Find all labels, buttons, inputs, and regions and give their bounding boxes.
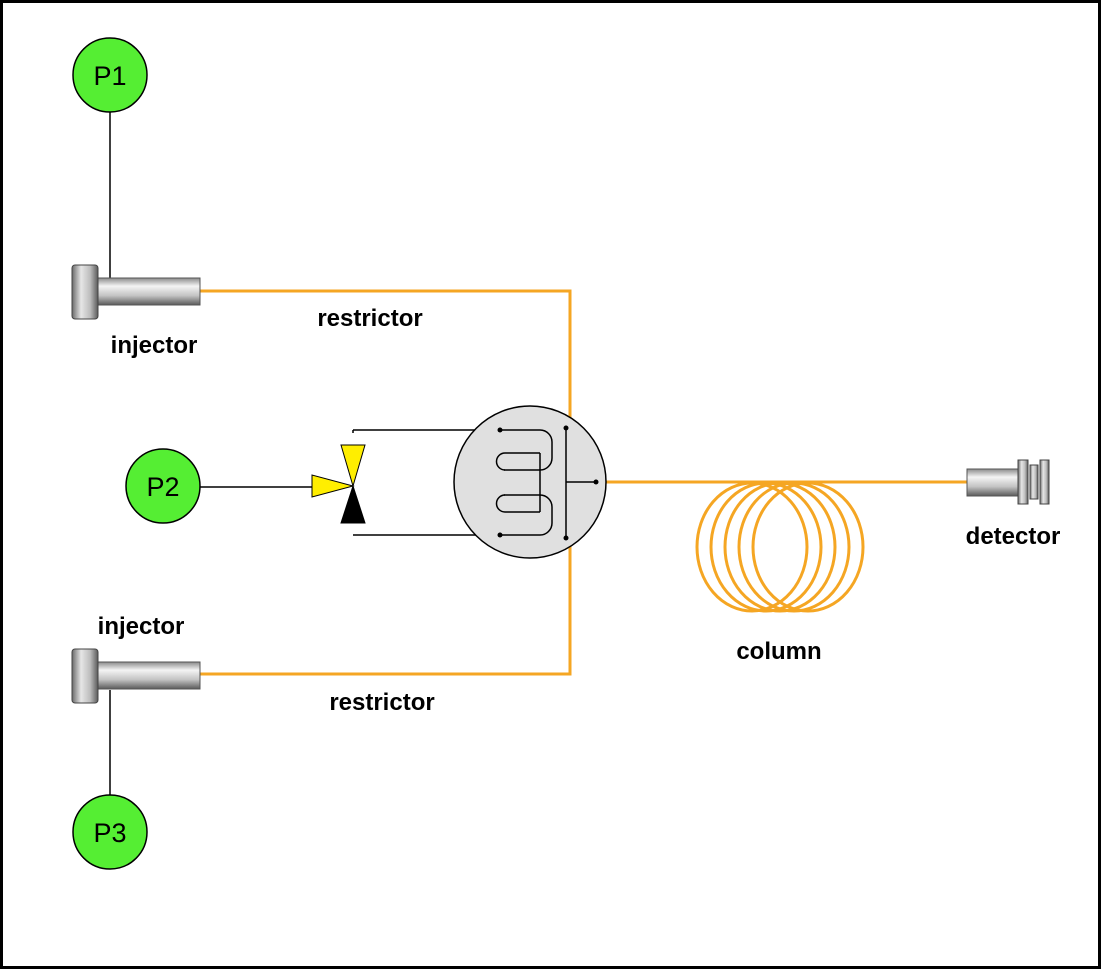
pressure-source-icon (125, 448, 201, 524)
injector-bottom[interactable] (71, 648, 201, 704)
pressure-label-p1: P1 (93, 61, 126, 91)
three-way-valve-icon (311, 444, 366, 524)
restrictor-label-bottom: restrictor (329, 689, 434, 716)
pressure-source-icon (72, 794, 148, 870)
restrictor-label-top: restrictor (317, 305, 422, 332)
detector-icon (966, 459, 1050, 505)
detector-label: detector (966, 523, 1061, 550)
column-label: column (736, 638, 821, 665)
column-coil-icon (695, 481, 865, 613)
injector-icon (71, 264, 201, 320)
pressure-label-p2: P2 (146, 472, 179, 502)
pressure-label-p3: P3 (93, 818, 126, 848)
injector-label-top: injector (111, 332, 198, 359)
column[interactable] (695, 481, 865, 613)
injector-label-bottom: injector (98, 613, 185, 640)
deans-switch[interactable] (453, 405, 607, 559)
pressure-source-p2[interactable]: P2 (125, 448, 201, 524)
pressure-source-p3[interactable]: P3 (72, 794, 148, 870)
pressure-source-p1[interactable]: P1 (72, 37, 148, 113)
deans-switch-icon (453, 405, 607, 559)
injector-icon (71, 648, 201, 704)
detector[interactable] (966, 459, 1050, 505)
injector-top[interactable] (71, 264, 201, 320)
three-way-valve[interactable] (311, 444, 366, 524)
pressure-source-icon (72, 37, 148, 113)
